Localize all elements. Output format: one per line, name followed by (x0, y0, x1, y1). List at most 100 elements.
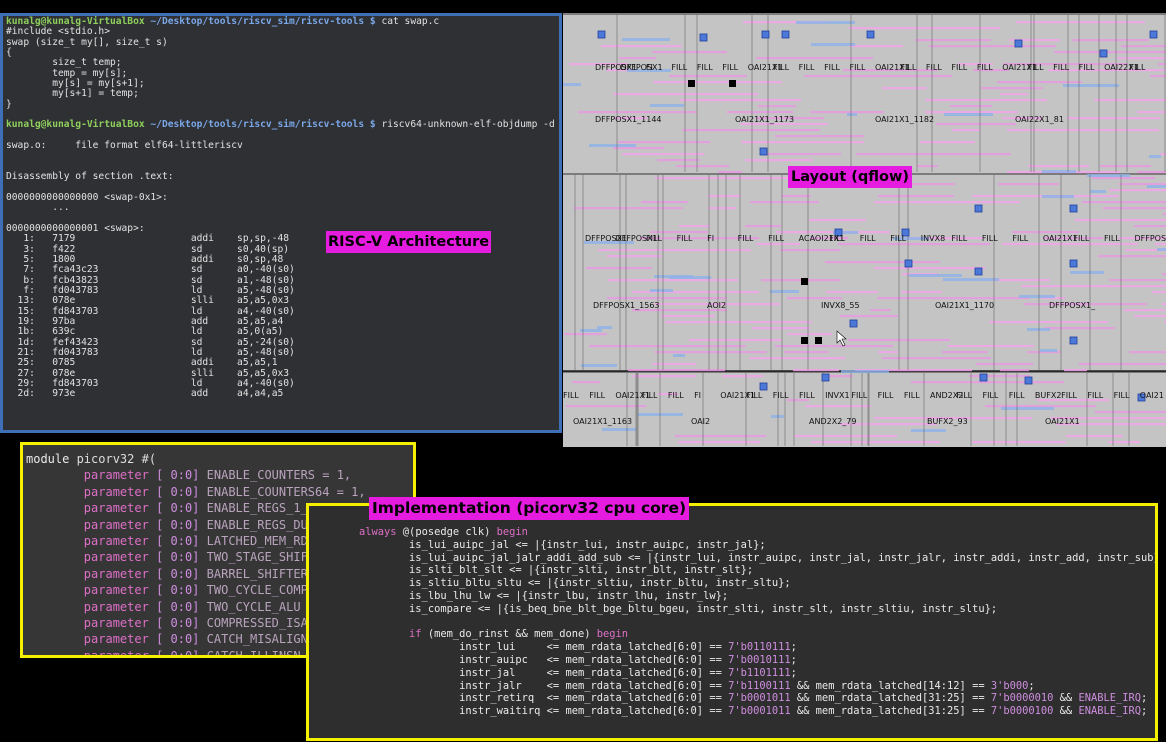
cell-instance-label: DFFPOSX1_1144 (595, 115, 662, 124)
metal-route-magenta (929, 45, 1056, 48)
metal-route-blue (1149, 155, 1161, 158)
metal-route-magenta (874, 417, 1032, 420)
cell-instance-label: FILL (1073, 234, 1089, 243)
metal-route-magenta (911, 381, 1064, 384)
cell-instance-label: FILL (926, 63, 942, 72)
parameter-range: [ 0:0] (156, 534, 200, 549)
metal-route-magenta (920, 141, 975, 144)
metal-route-magenta (722, 375, 763, 378)
metal-route-magenta (1108, 441, 1140, 444)
metal-route-magenta (680, 99, 801, 102)
metal-route-blue (669, 276, 711, 279)
cell-instance-label: OAI21X1_1170 (935, 301, 994, 310)
metal-route-blue (580, 329, 602, 332)
metal-route-magenta (1002, 117, 1043, 120)
metal-route-magenta (1118, 237, 1166, 240)
parameter-range: [ 0:0] (156, 484, 200, 499)
metal-route-magenta (1103, 207, 1166, 210)
via-marker (597, 30, 606, 39)
metal-route-magenta (1160, 153, 1166, 156)
module-name: picorv32 #( (69, 452, 157, 466)
metal-route-blue (638, 413, 683, 416)
metal-route-magenta (1155, 243, 1166, 246)
metal-route-magenta (981, 87, 1043, 90)
cell-instance-label: FILL (671, 63, 687, 72)
metal-route-magenta (1163, 213, 1166, 216)
metal-route-magenta (874, 201, 1020, 204)
metal-route-blue (847, 113, 857, 116)
metal-route-magenta (601, 45, 682, 48)
metal-route-magenta (1000, 93, 1028, 96)
parameter-range: [ 0:0] (156, 583, 200, 598)
terminal-line: 15: fd843703 ld a4,-40(s0) (6, 305, 295, 317)
cell-instance-label: FILL (563, 391, 579, 400)
metal-route-magenta (874, 267, 985, 270)
parameter-keyword: parameter (83, 632, 149, 647)
metal-route-magenta (632, 375, 696, 378)
via-marker (1069, 336, 1078, 345)
metal-route-magenta (787, 297, 842, 300)
cell-instance-label: FILL (951, 234, 967, 243)
code-token: always (359, 526, 397, 538)
cell-instance-label: BUFX2 (1035, 391, 1062, 400)
layout-qflow-label: Layout (qflow) (788, 166, 913, 188)
cell-instance-label: FILL (1061, 391, 1077, 400)
metal-route-blue (1042, 195, 1074, 198)
code-token: is_compare <= |{is_beq_bne_blt_bge_bltu_… (359, 602, 998, 615)
metal-route-magenta (628, 369, 725, 372)
code-token (359, 628, 409, 640)
prompt-user: kunalg@kunalg-VirtualBox (6, 119, 145, 131)
cell-instance-label: FILL (677, 234, 693, 243)
via-marker (1069, 259, 1078, 268)
terminal-line: kunalg@kunalg-VirtualBox ~/Desktop/tools… (6, 16, 556, 27)
metal-route-magenta (1002, 243, 1138, 246)
code-token: && mem_rdata_latched[31:25] == (790, 692, 991, 705)
parameter-keyword: parameter (83, 566, 149, 581)
metal-route-magenta (569, 63, 628, 66)
parameter-keyword: parameter (83, 484, 149, 499)
parameter-range: [ 0:0] (156, 566, 200, 581)
metal-route-blue (1001, 407, 1054, 410)
metal-route-magenta (574, 207, 683, 210)
code-token: 7'b0000100 (990, 705, 1054, 718)
metal-route-magenta (682, 129, 820, 132)
metal-route-magenta (749, 357, 845, 360)
terminal-line: 3: f422 sd s0,40(sp) (6, 243, 290, 255)
via-marker (1014, 39, 1023, 48)
metal-route-magenta (761, 279, 840, 282)
terminal-line: size_t temp; (6, 57, 122, 69)
metal-route-magenta (1134, 315, 1166, 318)
metal-route-magenta (1164, 321, 1166, 324)
metal-route-magenta (622, 153, 704, 156)
metal-route-magenta (586, 267, 652, 270)
implementation-code-panel[interactable]: always @(posedge clk) begin is_lui_auipc… (306, 503, 1158, 741)
pin-marker (729, 80, 736, 87)
via-marker (759, 382, 768, 391)
cell-instance-label: AND2X2_79 (809, 417, 856, 426)
metal-route-magenta (655, 177, 810, 180)
parameter-name: ENABLE_COUNTERS = 1, (206, 468, 352, 483)
cell-instance-label: OAI21X1 (1045, 417, 1080, 426)
parameter-keyword: parameter (83, 534, 149, 549)
terminal-window[interactable]: kunalg@kunalg-VirtualBox ~/Desktop/tools… (0, 13, 562, 433)
impl-code-line: instr_lui <= mem_rdata_latched[6:0] == 7… (359, 641, 1155, 654)
terminal-line: swap.o: file format elf64-littleriscv (6, 140, 243, 152)
metal-route-magenta (1124, 309, 1165, 312)
metal-route-magenta (598, 249, 751, 252)
metal-route-blue (1042, 170, 1076, 173)
metal-route-magenta (1041, 297, 1065, 300)
metal-route-magenta (794, 435, 897, 438)
metal-route-magenta (1016, 21, 1145, 24)
terminal-line: 1b: 639c ld a5,0(a5) (6, 326, 284, 338)
parameter-keyword: parameter (83, 648, 149, 658)
metal-route-magenta (809, 219, 866, 222)
metal-route-magenta (1079, 363, 1166, 366)
cell-instance-label: DFFPOSX1 (620, 63, 662, 72)
metal-route-magenta (1064, 369, 1087, 372)
cell-instance-label: FILL (773, 63, 789, 72)
terminal-line: { (6, 47, 12, 59)
metal-route-magenta (761, 153, 841, 156)
metal-route-magenta (657, 159, 700, 162)
